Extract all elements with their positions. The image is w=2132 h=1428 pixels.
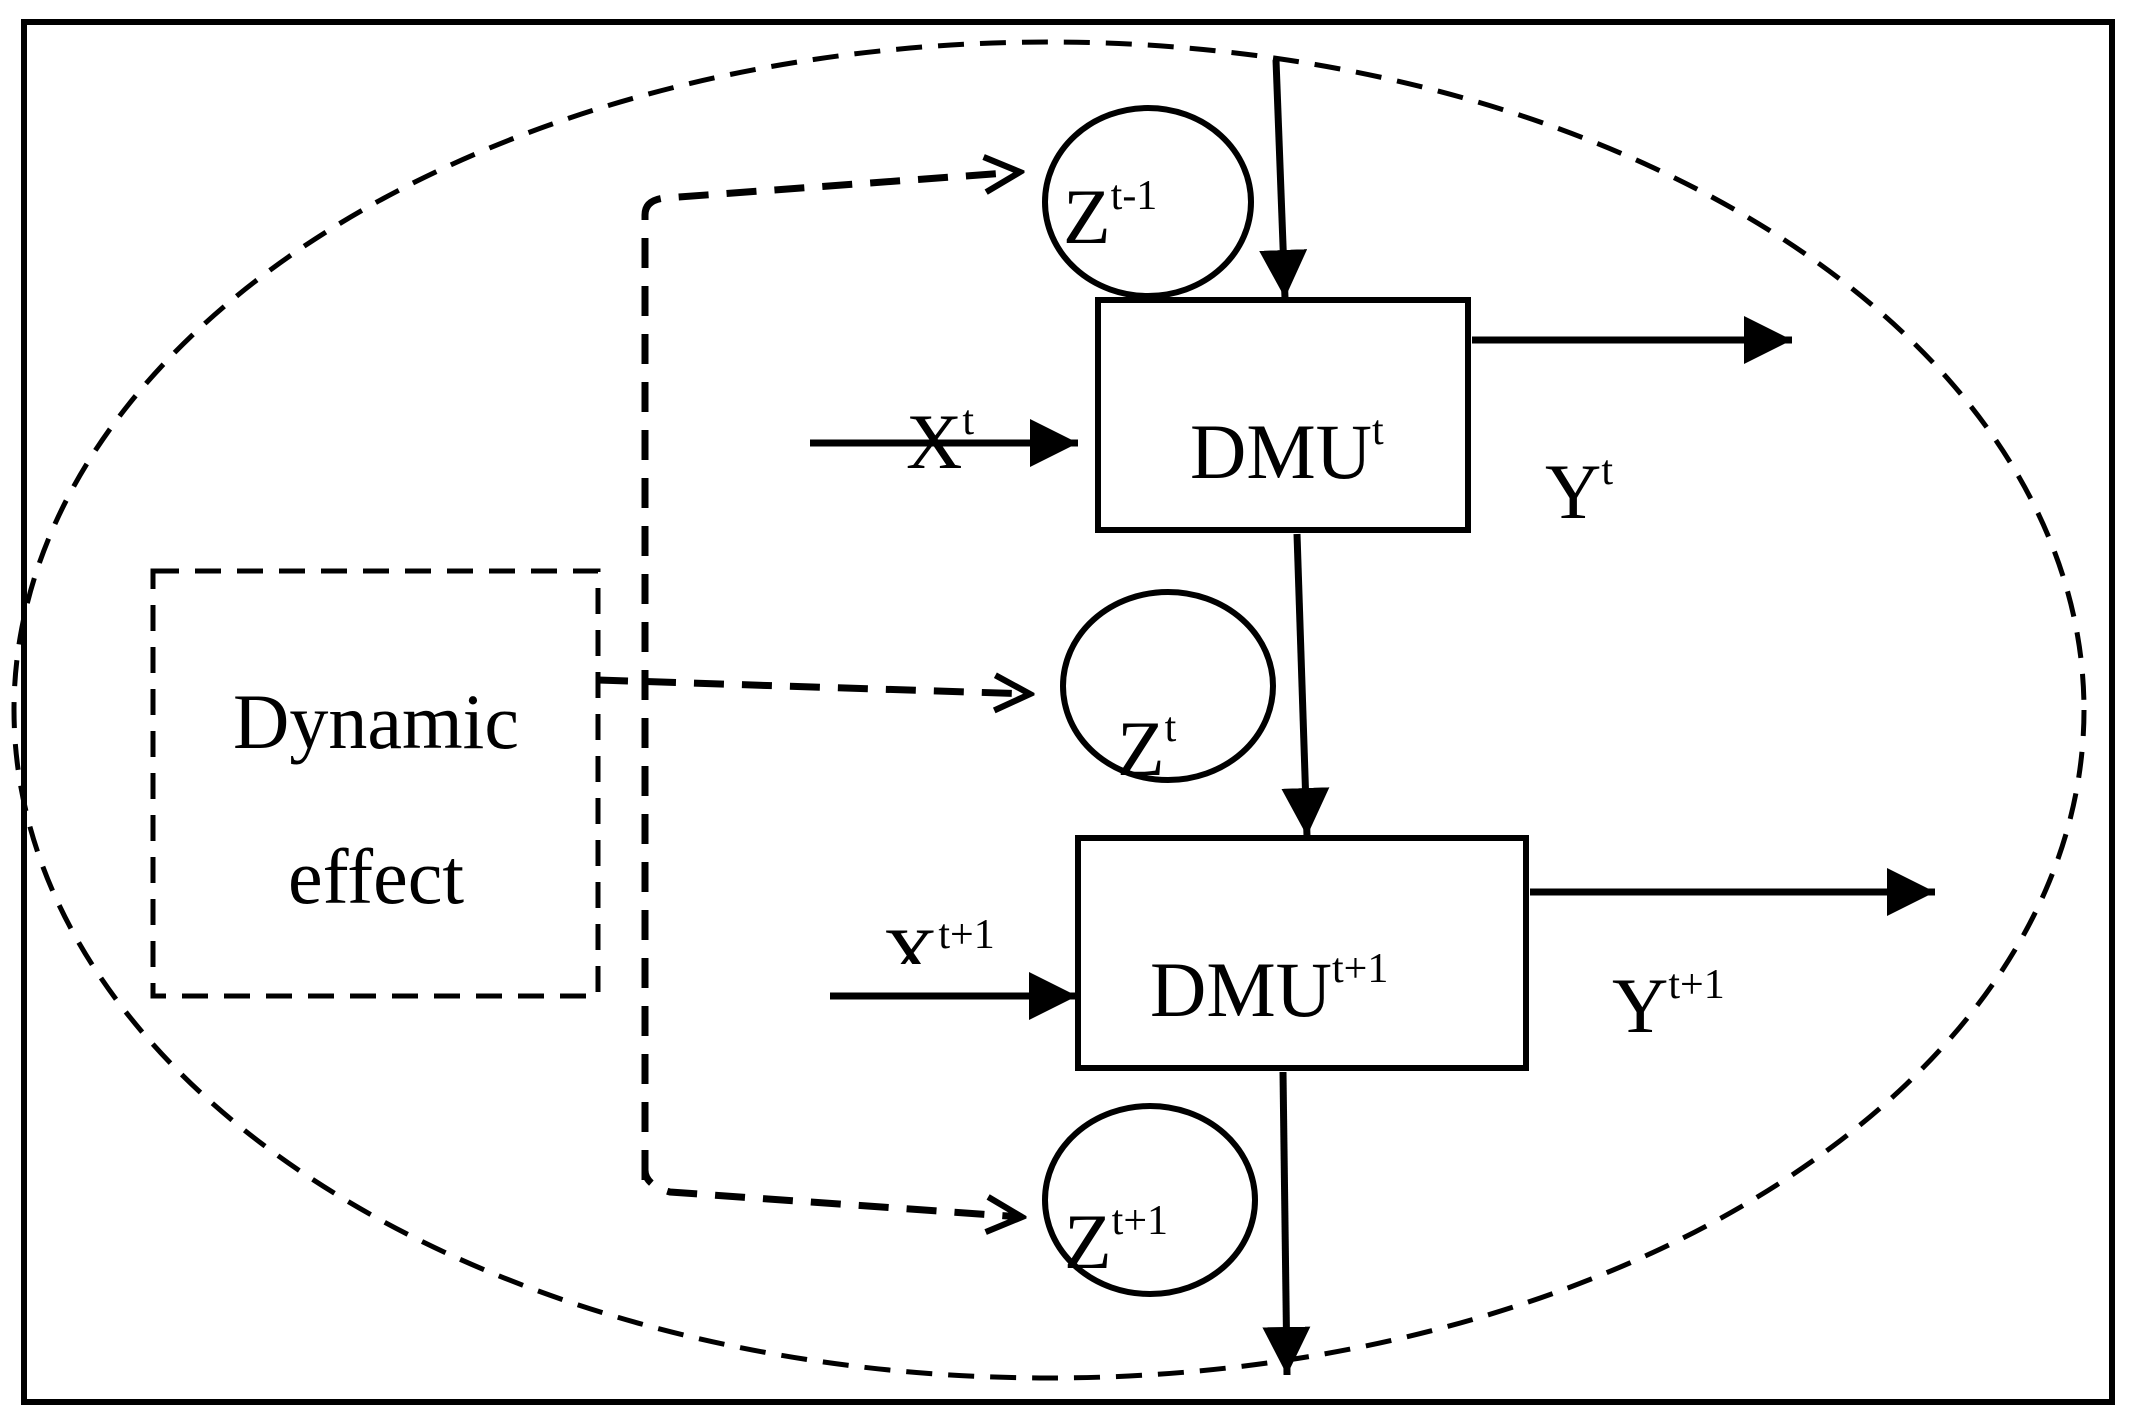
outer-frame <box>21 19 2115 1405</box>
dashed-ellipse-boundary <box>11 39 2087 1381</box>
dynamic-effect-box <box>150 568 601 999</box>
dmu-t1-box <box>1075 835 1529 1071</box>
dmu-t-label: DMUt <box>1190 408 1384 495</box>
x-t1-label: Xt+1 <box>882 912 995 999</box>
dmu-t-box <box>1095 297 1471 533</box>
dynamic-effect-connectors <box>597 172 1030 1217</box>
z-next-label: Zt+1 <box>1064 1198 1168 1285</box>
dashed-arrow-to-z-prev <box>641 172 1020 1180</box>
arrow-dmu-t-to-dmu-t1 <box>1281 533 1330 837</box>
dmu-t1-label: DMUt+1 <box>1150 946 1388 1033</box>
x-t-label: Xt <box>906 398 974 485</box>
z-t-circle <box>1060 589 1276 783</box>
input-arrows <box>810 419 1078 1020</box>
y-t1-label: Yt+1 <box>1612 962 1725 1049</box>
dashed-arrow-to-z-t <box>597 680 1030 694</box>
z-next-circle <box>1042 1103 1258 1297</box>
y-t-label: Yt <box>1545 448 1613 535</box>
dynamic-effect-label-line1: Dynamic <box>233 678 519 765</box>
z-t-label: Zt <box>1117 705 1177 792</box>
dynamic-effect-label-line2: effect <box>288 833 464 920</box>
dashed-arrow-to-z-next <box>641 1155 1022 1217</box>
output-arrows <box>1472 316 1935 916</box>
arrow-top-into-dmu-t <box>1259 59 1308 299</box>
z-prev-circle <box>1042 105 1254 299</box>
x-t1-label-mask <box>876 964 1026 984</box>
z-prev-label: Zt-1 <box>1063 173 1157 260</box>
vertical-flow <box>1259 59 1330 1376</box>
arrow-dmu-t1-out-bottom <box>1262 1071 1311 1376</box>
